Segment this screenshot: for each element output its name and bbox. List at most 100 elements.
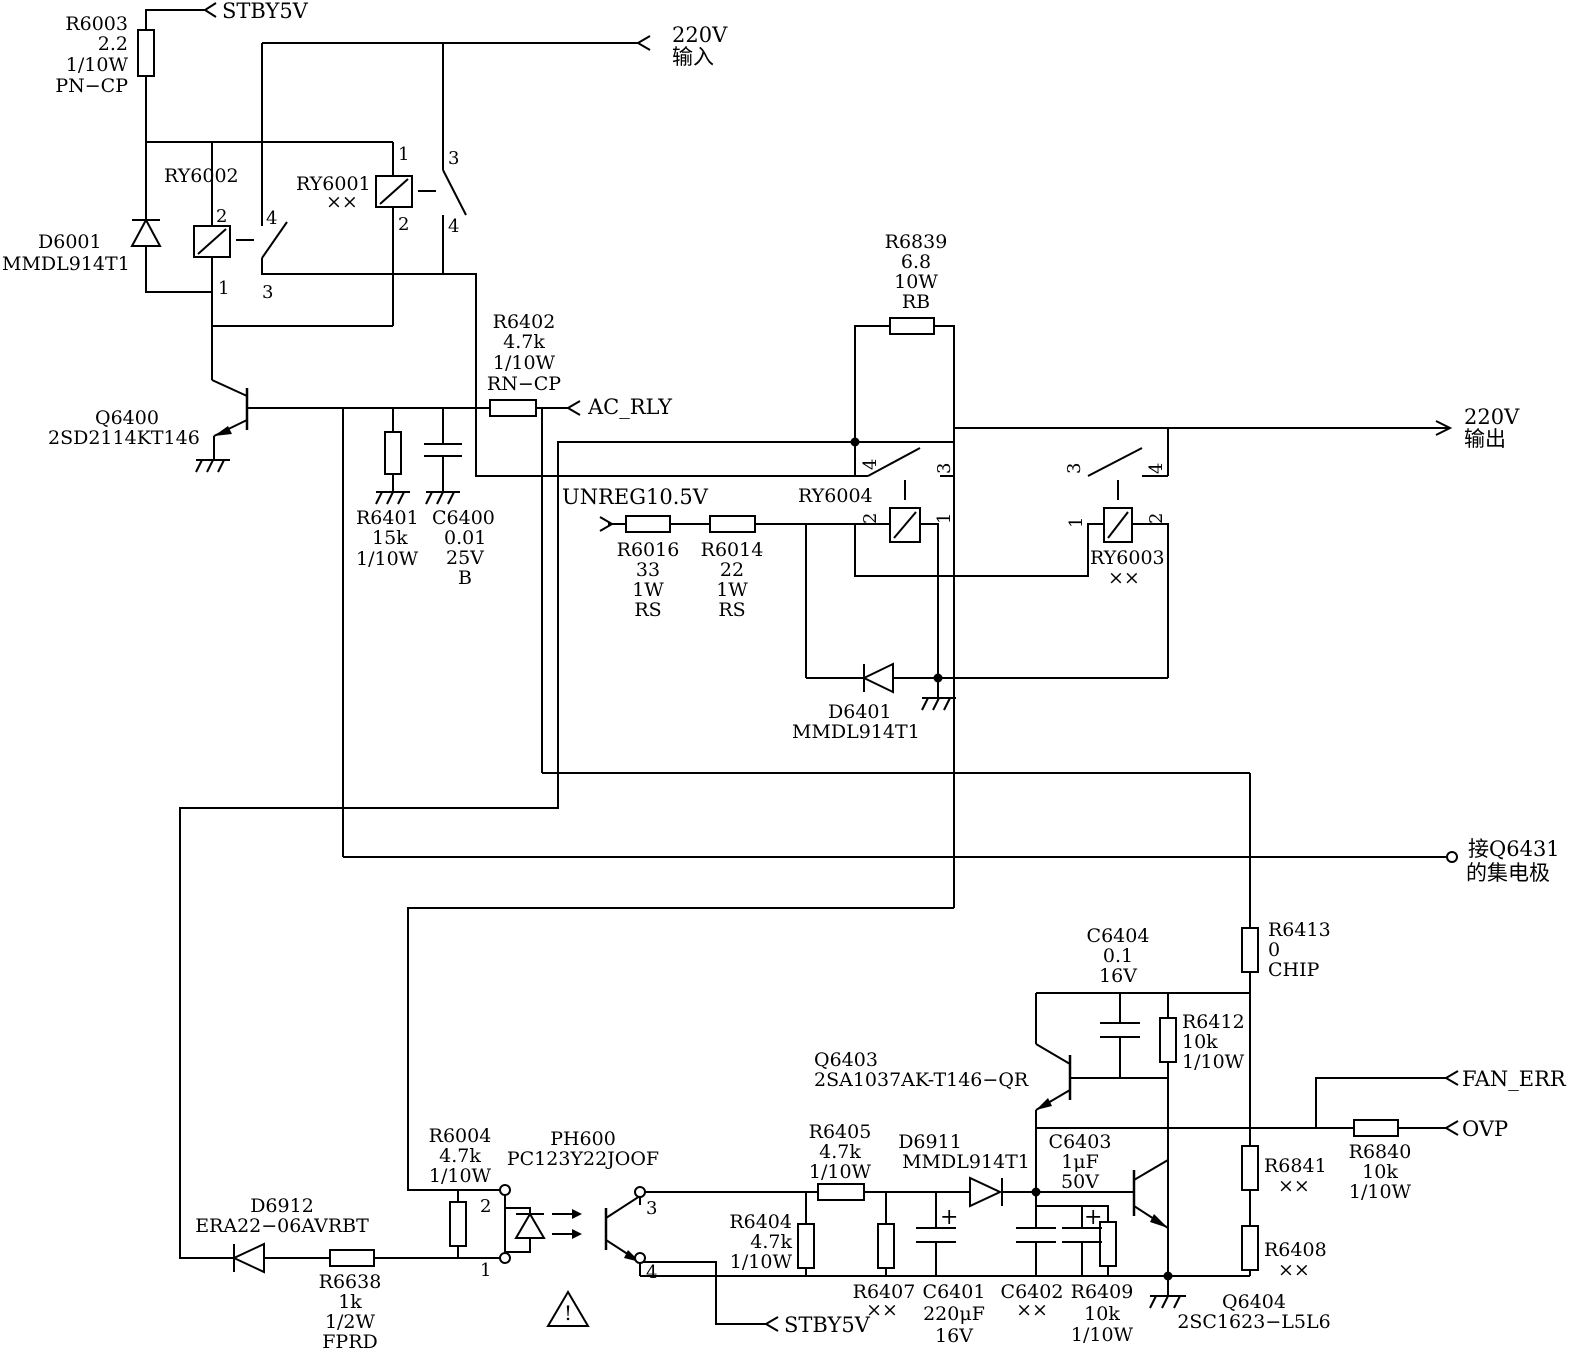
resistor-r6014 [709, 515, 756, 533]
label-r6016-value: 33 [636, 559, 660, 581]
label-d6912-name: D6912 [250, 1195, 314, 1217]
label-c6400-name: C6400 [432, 507, 495, 529]
pin-ry6001-1: 1 [398, 144, 409, 165]
diode-d6912 [231, 1242, 265, 1274]
label-r6401-name: R6401 [356, 507, 419, 529]
label-r6638-power: 1/2W [325, 1311, 376, 1333]
label-r6841-value: ×× [1278, 1175, 1310, 1197]
label-r6404-value: 4.7k [750, 1231, 792, 1253]
label-unreg: UNREG10.5V [562, 485, 709, 509]
junction-dots [850, 437, 1173, 1281]
label-r6409-power: 1/10W [1071, 1324, 1134, 1346]
label-r6404-power: 1/10W [730, 1251, 793, 1273]
label-r6839-type: RB [902, 291, 930, 313]
label-r6016-type: RS [634, 599, 661, 621]
label-r6405-name: R6405 [809, 1121, 872, 1143]
resistor-r6408 [1241, 1225, 1259, 1271]
resistor-r6840 [1353, 1119, 1399, 1137]
relay-ry6001 [375, 169, 467, 216]
label-r6412-power: 1/10W [1182, 1051, 1245, 1073]
label-q6431-2: 的集电极 [1466, 861, 1550, 885]
label-c6403-name: C6403 [1049, 1131, 1112, 1153]
pin-ry6001-4: 4 [448, 216, 459, 237]
pin-ry6003-1: 1 [1066, 517, 1087, 528]
diode-ph600-led [514, 1209, 582, 1239]
ground-r6401 [375, 491, 410, 505]
label-ry6004-name: RY6004 [798, 485, 873, 507]
wires [145, 9, 1448, 1325]
label-r6003-power: 1/10W [66, 54, 129, 76]
label-r6014-value: 22 [720, 559, 744, 581]
resistor-r6404 [797, 1223, 815, 1269]
label-r6003-value: 2.2 [98, 33, 128, 55]
label-r6401-power: 1/10W [356, 548, 419, 570]
label-r6004-power: 1/10W [429, 1165, 492, 1187]
label-q6403-name: Q6403 [814, 1049, 878, 1071]
label-r6402-power: 1/10W [493, 352, 556, 374]
label-r6413-value: 0 [1268, 939, 1280, 961]
label-r6409-name: R6409 [1071, 1281, 1134, 1303]
label-r6408-name: R6408 [1264, 1239, 1327, 1261]
label-r6638-value: 1k [338, 1291, 362, 1313]
label-r6004-value: 4.7k [439, 1145, 481, 1167]
label-d6001-part: MMDL914T1 [2, 253, 130, 275]
resistors [137, 29, 1399, 1271]
label-ac-in-2: 输入 [672, 45, 714, 69]
ground-q6404 [1149, 1295, 1186, 1309]
label-r6405-value: 4.7k [819, 1141, 861, 1163]
label-d6912-part: ERA22−06AVRBT [195, 1215, 369, 1237]
port-arrows [203, 2, 1459, 1332]
label-c6401-value: 220μF [923, 1303, 985, 1325]
capacitors [424, 443, 1140, 1243]
pin-ry6002-4: 4 [266, 208, 277, 229]
label-ry6001-name: RY6001 [296, 173, 371, 195]
label-q6400-name: Q6400 [95, 407, 159, 429]
pin-ph-1: 1 [480, 1260, 491, 1281]
pin-ry6002-3: 3 [262, 282, 273, 303]
label-ac-out-2: 输出 [1464, 427, 1506, 451]
label-ac-out-1: 220V [1464, 405, 1520, 429]
pin-ry6003-3: 3 [1064, 463, 1085, 474]
label-ry6003-name: RY6003 [1090, 547, 1165, 569]
resistor-r6401 [384, 431, 402, 475]
label-c6401-name: C6401 [923, 1281, 986, 1303]
component-labels: R6003 2.2 1/10W PN−CP RY6002 D6001 MMDL9… [2, 13, 1412, 1353]
resistor-r6016 [625, 515, 671, 533]
diode-d6001 [130, 217, 162, 247]
port-labels: STBY5V 220V 输入 AC_RLY 220V 输出 UNREG10.5V… [222, 0, 1567, 1337]
label-c6404-value: 0.1 [1103, 945, 1133, 967]
label-ry6001-value: ×× [326, 191, 358, 213]
resistor-r6841 [1241, 1145, 1259, 1191]
label-q6404-part: 2SC1623−L5L6 [1177, 1311, 1330, 1333]
pin-ry6004-2: 2 [860, 513, 881, 524]
label-ry6003-value: ×× [1108, 567, 1140, 589]
diode-d6401 [861, 662, 894, 694]
label-q6400-part: 2SD2114KT146 [48, 427, 200, 449]
label-c6400-value: 0.01 [444, 527, 486, 549]
label-fan-err: FAN_ERR [1462, 1067, 1567, 1091]
label-c6403-value: 1μF [1061, 1151, 1099, 1173]
resistor-r6412 [1159, 1017, 1177, 1063]
resistor-r6405 [817, 1183, 865, 1201]
relay-ry6004 [867, 447, 921, 543]
label-r6402-type: RN−CP [487, 373, 561, 395]
label-r6839-name: R6839 [885, 231, 948, 253]
ground-q6400 [195, 459, 230, 473]
pin-ry6001-3: 3 [448, 148, 459, 169]
capacitor-c6404 [1100, 1022, 1140, 1038]
diode-d6911 [969, 1176, 1003, 1208]
label-c6402-name: C6402 [1001, 1281, 1064, 1303]
label-c6404-name: C6404 [1087, 925, 1150, 947]
label-q6431-1: 接Q6431 [1468, 837, 1560, 861]
label-r6839-power: 10W [894, 271, 938, 293]
ground-d6401 [921, 697, 956, 711]
pin-ry6003-2: 2 [1146, 513, 1167, 524]
label-r6413-name: R6413 [1268, 919, 1331, 941]
label-c6402-value: ×× [1016, 1299, 1048, 1321]
relay-ry6003 [1087, 447, 1168, 543]
relay-ry6002 [193, 221, 288, 259]
label-ph600-name: PH600 [550, 1128, 616, 1150]
label-d6911-part: MMDL914T1 [902, 1151, 1030, 1173]
label-stby5v-top: STBY5V [222, 0, 309, 23]
pin-numbers: 2 1 4 3 1 2 3 4 4 3 2 1 3 4 1 2 2 1 3 4 … [216, 144, 1167, 1325]
